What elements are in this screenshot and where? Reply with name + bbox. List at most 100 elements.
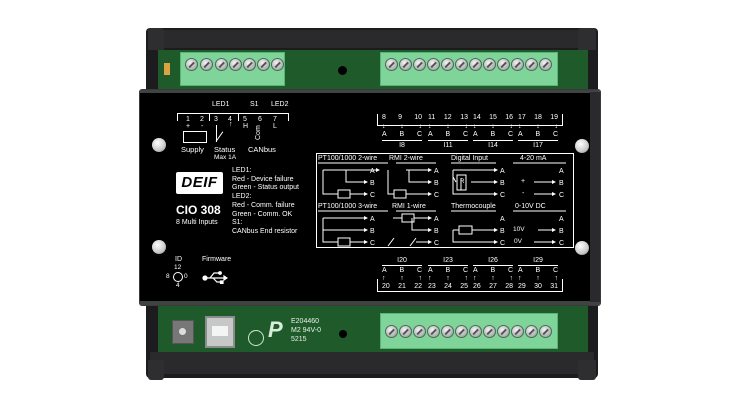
pcb-hole <box>338 66 347 75</box>
screw[interactable] <box>257 58 270 71</box>
legend-line: CANbus End resistor <box>232 227 298 235</box>
id-label: ID <box>175 256 182 263</box>
screw[interactable] <box>525 325 538 338</box>
panel-screw-bottom-right[interactable] <box>575 241 589 255</box>
screw[interactable] <box>525 58 538 71</box>
led2-header: LED2 <box>271 101 289 108</box>
screw[interactable] <box>200 58 213 71</box>
pin-a: A <box>382 267 387 274</box>
screw[interactable] <box>185 58 198 71</box>
screw[interactable] <box>455 325 468 338</box>
up-arrow-icon: ↑ <box>491 275 495 282</box>
terminal-22: 22 <box>414 283 422 290</box>
screw[interactable] <box>441 58 454 71</box>
terminal-25: 25 <box>460 283 468 290</box>
terminal-block-8-19[interactable] <box>380 52 558 86</box>
usb-b-port[interactable] <box>205 316 235 348</box>
can-l: L <box>273 123 277 130</box>
terminal-2: 2 <box>200 116 204 123</box>
screw[interactable] <box>399 58 412 71</box>
screw[interactable] <box>385 325 398 338</box>
screw[interactable] <box>215 58 228 71</box>
screw[interactable] <box>413 58 426 71</box>
screw[interactable] <box>539 325 552 338</box>
group-underline <box>473 265 513 266</box>
pcb-marking-line2: M2 94V-0 <box>291 327 321 334</box>
screw[interactable] <box>455 58 468 71</box>
terminal-11: 11 <box>428 114 436 121</box>
screw[interactable] <box>399 325 412 338</box>
pin-b: B <box>535 131 541 138</box>
bottom-rail <box>150 352 594 374</box>
screw[interactable] <box>243 58 256 71</box>
rail-clip-bottom-left <box>148 360 164 380</box>
up-arrow-icon: ↑ <box>446 275 450 282</box>
screw[interactable] <box>511 58 524 71</box>
top-rail <box>150 30 594 48</box>
screw[interactable] <box>469 325 482 338</box>
id-rotary-switch[interactable] <box>172 320 194 344</box>
panel-screw-top-right[interactable] <box>575 139 589 153</box>
terminal-block-20-31[interactable] <box>380 313 558 349</box>
panel-bottom-edge <box>140 301 600 305</box>
terminal-31: 31 <box>550 283 558 290</box>
deif-logo: DEIF <box>176 172 223 194</box>
screw[interactable] <box>427 325 440 338</box>
panel-top-edge <box>140 90 600 93</box>
screw[interactable] <box>539 58 552 71</box>
terminal-4: 4 <box>228 116 232 123</box>
vdc-10v: 10V <box>513 226 525 233</box>
id-pos-left: 8 <box>166 273 170 280</box>
pin-a: A <box>473 267 478 274</box>
screw[interactable] <box>511 325 524 338</box>
status-label: Status <box>214 145 236 154</box>
model-subtitle: 8 Multi Inputs <box>176 219 218 226</box>
can-com: Com <box>255 125 262 140</box>
pin-c: C <box>552 267 558 274</box>
screw[interactable] <box>483 58 496 71</box>
screw[interactable] <box>385 58 398 71</box>
screw[interactable] <box>413 325 426 338</box>
screw[interactable] <box>271 58 284 71</box>
group-underline <box>428 140 468 141</box>
terminal-19: 19 <box>550 114 558 121</box>
pin-b: B <box>535 267 541 274</box>
pin-a: A <box>518 131 523 138</box>
screw[interactable] <box>497 58 510 71</box>
bracket-tick <box>562 279 563 291</box>
panel-screw-top-left[interactable] <box>152 138 166 152</box>
led1-header: LED1 <box>212 101 230 108</box>
group-underline <box>518 265 558 266</box>
terminal-9: 9 <box>398 114 402 121</box>
terminal-6: 6 <box>258 116 262 123</box>
screw[interactable] <box>497 325 510 338</box>
terminal-bracket-top <box>177 113 289 114</box>
pt-3wire-title: PT100/1000 3-wire <box>318 203 378 210</box>
bracket-tick <box>238 113 239 121</box>
status-rating: Max 1A <box>214 154 237 161</box>
up-arrow-icon: ↑ <box>428 275 432 282</box>
group-underline <box>518 140 558 141</box>
screw[interactable] <box>427 58 440 71</box>
screw[interactable] <box>483 325 496 338</box>
ma-plus: + <box>521 178 526 185</box>
down-arrow-icon: ↓ <box>446 123 450 130</box>
screw[interactable] <box>469 58 482 71</box>
minus-sign: - <box>201 123 204 130</box>
terminal-block-1-7[interactable] <box>180 52 285 86</box>
down-arrow-icon: ↓ <box>428 123 432 130</box>
brand-name: DEIF <box>181 174 218 191</box>
group-label: I14 <box>488 142 498 149</box>
pin-c: C <box>462 131 468 138</box>
screw[interactable] <box>441 325 454 338</box>
pin-c: C <box>462 267 468 274</box>
pcb-hole <box>339 330 347 338</box>
pin-b: B <box>490 131 496 138</box>
no-lead-mark-icon <box>248 330 264 346</box>
screw[interactable] <box>229 58 242 71</box>
panel-screw-bottom-left[interactable] <box>152 240 166 254</box>
